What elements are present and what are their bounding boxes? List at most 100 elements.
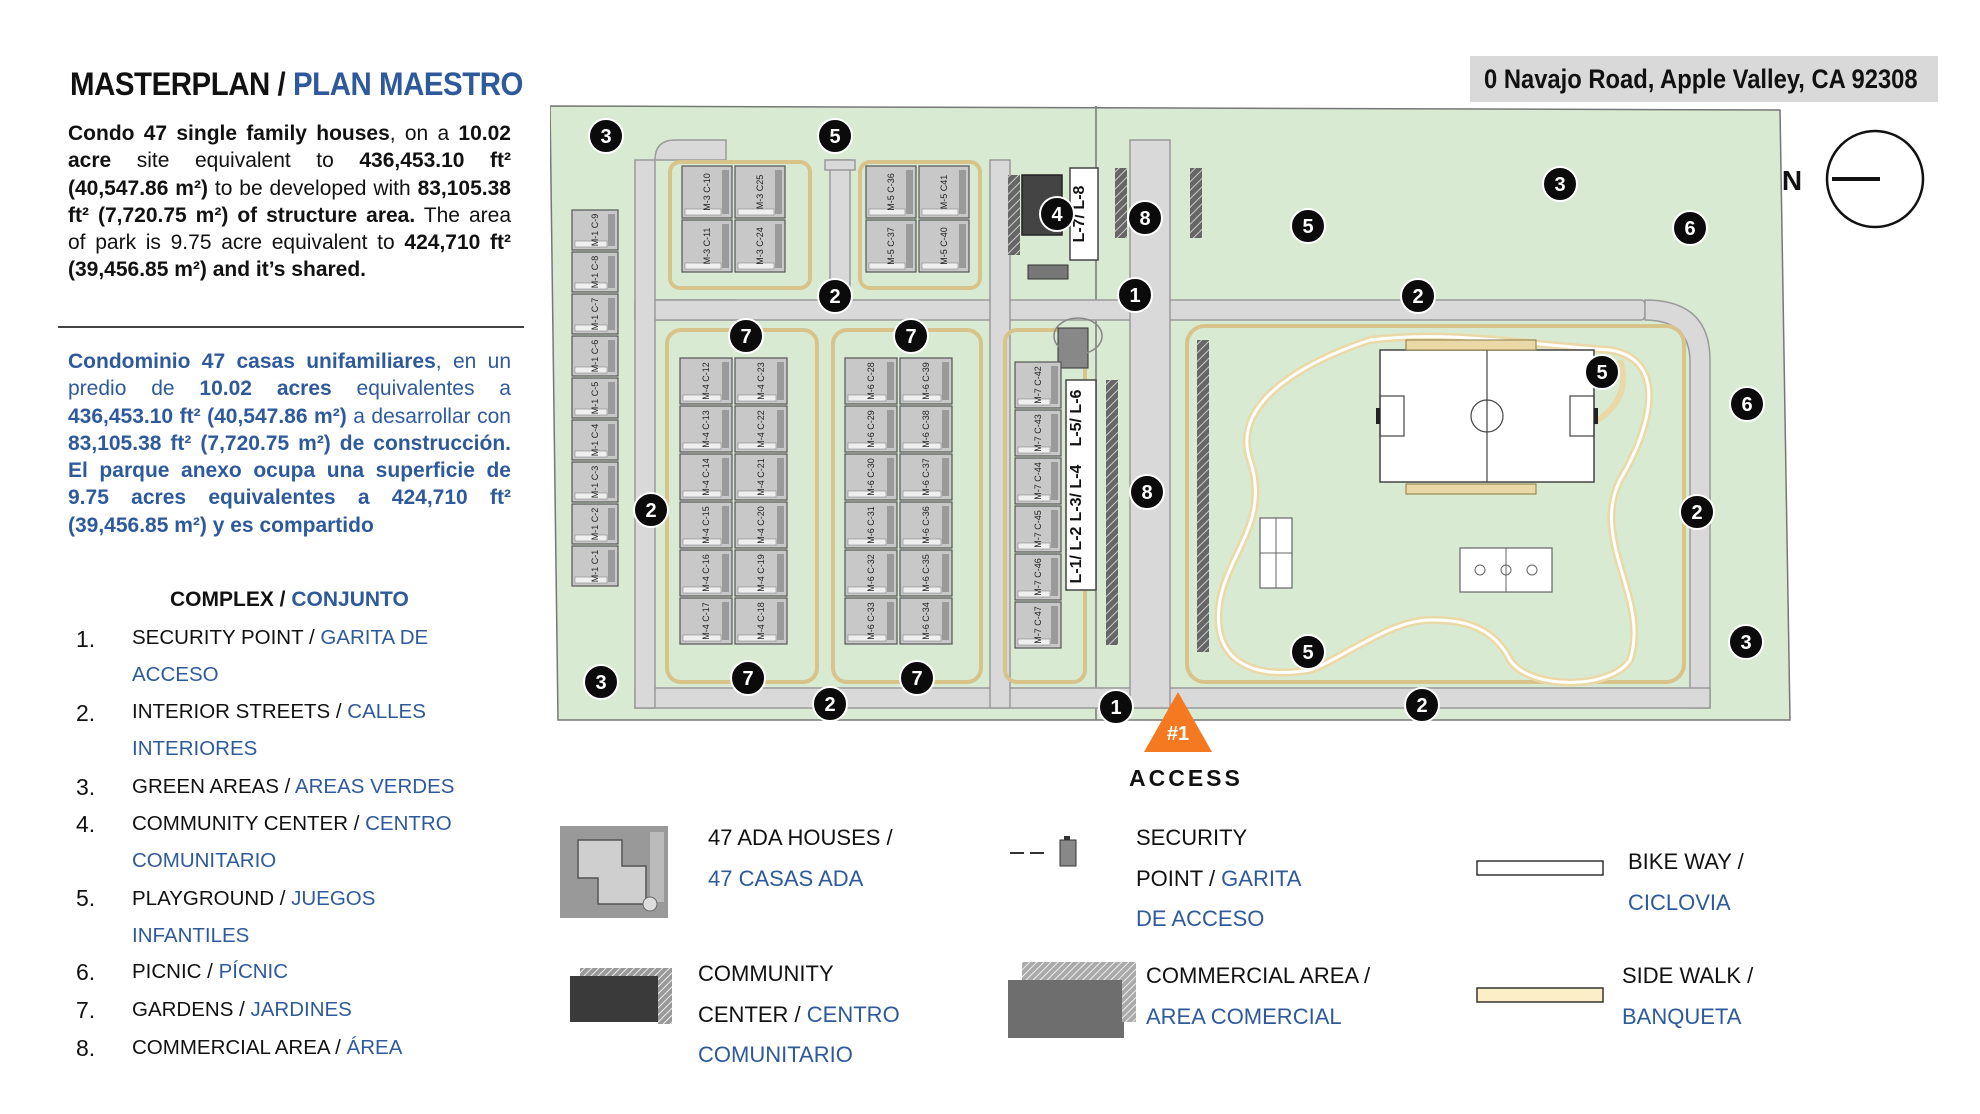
house-label: M-6 C-32 (866, 554, 876, 592)
commercial-area (1053, 167, 1209, 652)
badge-number: 3 (1554, 174, 1565, 196)
legend-item-8: COMMERCIAL AREA / ÁREA (132, 1036, 403, 1059)
badge-number: 7 (911, 668, 922, 690)
badge-number: 5 (829, 126, 840, 148)
house-unit (679, 549, 733, 597)
badge-number: 8 (1141, 482, 1152, 504)
house-unit (899, 549, 953, 597)
number-badge: 7 (728, 318, 764, 354)
community-center-icon (570, 968, 672, 1024)
house-label: M-7 C-42 (1033, 366, 1043, 404)
house-unit (918, 165, 970, 219)
commercial-lot-label: L-1/ L-2 (1068, 526, 1085, 583)
houses-layer (571, 165, 1062, 649)
legend-item-3: GREEN AREAS / AREAS VERDES (132, 775, 455, 798)
number-badge: 8 (1127, 200, 1163, 236)
number-badge: 1 (1117, 277, 1153, 313)
house-unit (734, 357, 788, 405)
number-badge: 5 (1290, 634, 1326, 670)
legend-heading: COMPLEX / CONJUNTO (170, 588, 409, 611)
house-label: M-4 C-13 (701, 410, 711, 448)
soccer-field (1376, 339, 1598, 495)
house-label: M-1 C-1 (590, 550, 600, 583)
number-badge: 7 (899, 660, 935, 696)
commercial-area-icon (1008, 962, 1136, 1038)
legend-item-2: INTERIOR STREETS / CALLES INTERIORES (132, 700, 426, 760)
house-label: M-6 C-37 (921, 458, 931, 496)
house-label: M-3 C-11 (702, 228, 712, 265)
commercial-lot-label: L-7/ L-8 (1071, 185, 1088, 242)
house-label: M-1 C-8 (590, 256, 600, 289)
ada-house-icon (560, 826, 668, 918)
house-label: M-1 C-2 (590, 508, 600, 541)
badge-number: 2 (1691, 502, 1702, 524)
house-label: M-5 C-37 (886, 227, 896, 265)
house-unit (571, 293, 619, 335)
house-label: M-3 C25 (755, 175, 765, 210)
legend-number-6: 6. (76, 959, 96, 985)
house-unit (679, 453, 733, 501)
commercial-lot-label: L-5/ L-6 (1068, 389, 1085, 446)
badge-number: 2 (1416, 695, 1427, 717)
key-ada-label: 47 ADA HOUSES /47 CASAS ADA (708, 825, 893, 891)
house-label: M-7 C-47 (1033, 606, 1043, 644)
house-unit (734, 453, 788, 501)
key-bike-label: BIKE WAY /CICLOVIA (1628, 849, 1744, 915)
number-badge: 2 (1400, 278, 1436, 314)
access-label: ACCESS (1129, 765, 1243, 791)
house-unit (899, 405, 953, 453)
badge-number: 6 (1684, 218, 1695, 240)
number-badge: 6 (1672, 210, 1708, 246)
number-badge: 2 (817, 278, 853, 314)
badge-number: 2 (645, 500, 656, 522)
house-unit (899, 357, 953, 405)
number-badge: 6 (1729, 386, 1765, 422)
house-label: M-6 C-28 (866, 362, 876, 400)
badge-number: 2 (824, 694, 835, 716)
legend-number-3: 3. (76, 774, 96, 800)
house-unit (844, 501, 898, 549)
north-label: N (1782, 165, 1802, 196)
house-unit (899, 501, 953, 549)
number-badge: 4 (1039, 196, 1075, 232)
house-unit (918, 219, 970, 273)
house-label: M-1 C-3 (590, 466, 600, 499)
house-unit (844, 597, 898, 645)
house-label: M-4 C-12 (701, 362, 711, 400)
badge-number: 3 (595, 672, 606, 694)
house-label: M-6 C-31 (866, 506, 876, 544)
house-unit (679, 501, 733, 549)
number-badge: 5 (1584, 354, 1620, 390)
house-unit (571, 503, 619, 545)
labels-layer: M-1 C-9M-1 C-8M-1 C-7M-1 C-6M-1 C-5M-1 C… (590, 173, 1088, 644)
number-badge: 3 (588, 118, 624, 154)
house-label: M-6 C-30 (866, 458, 876, 496)
address-box: 0 Navajo Road, Apple Valley, CA 92308 (1470, 56, 1938, 102)
house-label: M-4 C-14 (701, 458, 711, 496)
interior-streets (634, 139, 1711, 709)
house-label: M-4 C-20 (756, 506, 766, 544)
description-spanish: Condominio 47 casas unifamiliares, en un… (68, 350, 511, 537)
legend-item-1: SECURITY POINT / GARITA DE ACCESO (132, 626, 429, 686)
number-badge: 7 (730, 660, 766, 696)
house-unit (1014, 361, 1062, 409)
house-label: M-6 C-35 (921, 554, 931, 592)
house-label: M-7 C-44 (1033, 462, 1043, 500)
house-label: M-7 C-46 (1033, 558, 1043, 596)
number-badge: 2 (633, 492, 669, 528)
house-label: M-5 C41 (939, 175, 949, 210)
badge-number: 5 (1302, 642, 1313, 664)
house-label: M-1 C-6 (590, 340, 600, 373)
house-unit (734, 219, 786, 273)
badge-number: 4 (1051, 204, 1063, 226)
badge-number: 5 (1302, 216, 1313, 238)
house-label: M-3 C-24 (755, 227, 765, 265)
house-label: M-4 C-17 (701, 602, 711, 640)
house-label: M-3 C-10 (702, 173, 712, 211)
house-label: M-5 C-40 (939, 227, 949, 265)
badge-number: 3 (600, 126, 611, 148)
house-unit (679, 597, 733, 645)
house-unit (1014, 409, 1062, 457)
house-unit (734, 597, 788, 645)
